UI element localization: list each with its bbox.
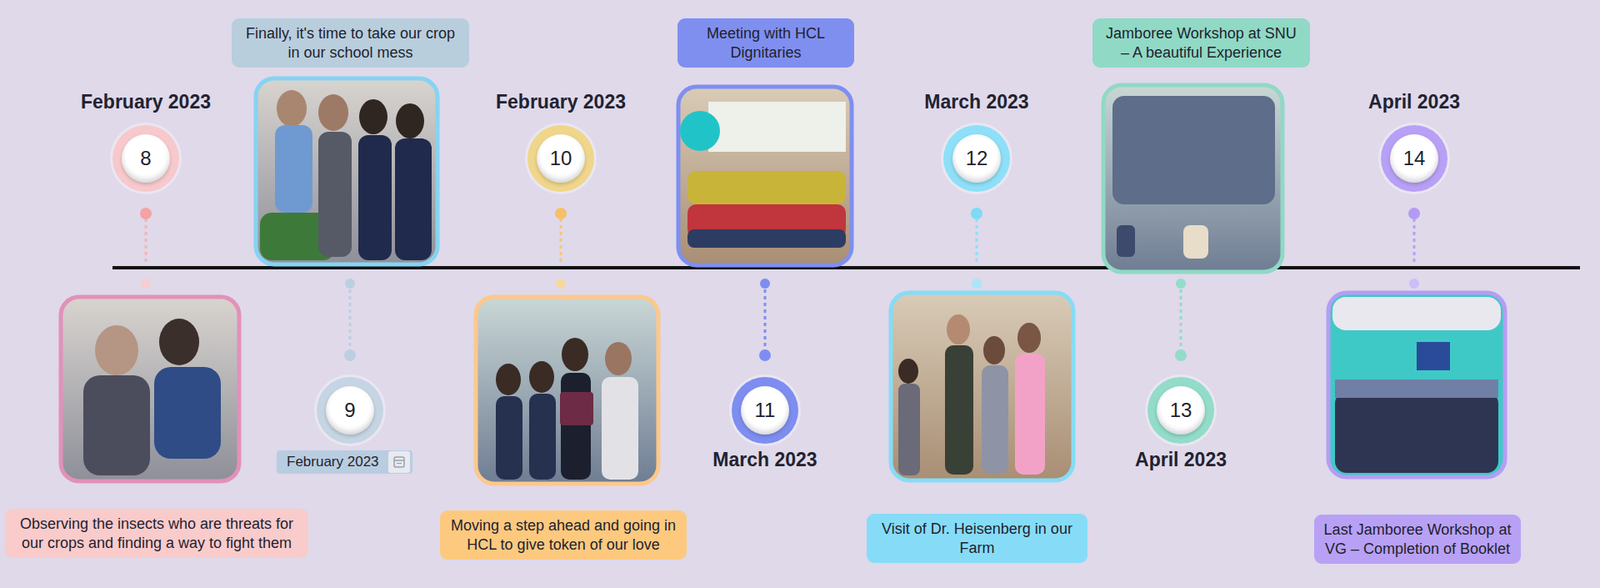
step-date: February 2023 [495,90,626,114]
leader-8 [140,207,152,289]
caption-text: Finally, it's time to take our crop in o… [240,24,461,62]
caption-box: Meeting with HCL Dignitaries [677,18,855,68]
leader-9 [344,278,356,361]
caption-text: Visit of Dr. Heisenberg in our Farm [875,519,1080,557]
caption-box: Moving a step ahead and going in HCL to … [440,510,687,560]
leader-14 [1408,207,1420,289]
leader-11 [759,278,771,361]
photo-hcl-visit [475,296,659,484]
step-number: 12 [952,134,1001,183]
photo-snu-workshop [1103,85,1283,272]
leader-10 [555,207,567,289]
step-circle: February 20238 [112,125,180,192]
caption-box: Visit of Dr. Heisenberg in our Farm [866,513,1088,563]
caption-box: Jamboree Workshop at SNU – A beautiful E… [1092,18,1310,68]
caption-box: Finally, it's time to take our crop in o… [231,18,470,68]
step-circle: February 202310 [527,125,595,192]
caption-text: Observing the insects who are threats fo… [13,514,300,552]
step-circle: March 202312 [943,125,1010,192]
step-number: 13 [1156,385,1205,435]
caption-box: Last Jamboree Workshop at VG – Completio… [1314,514,1521,564]
step-number: 8 [121,134,170,183]
photo-vg-workshop [1328,292,1505,477]
caption-text: Moving a step ahead and going in HCL to … [448,515,679,554]
photo-hcl-dignitaries [678,86,852,265]
caption-text: Jamboree Workshop at SNU – A beautiful E… [1100,24,1302,62]
step-number: 14 [1390,134,1439,183]
caption-box: Observing the insects who are threats fo… [5,508,309,558]
step-circle: 9 [316,376,384,444]
leader-12 [970,207,983,289]
step-circle: 13April 2023 [1147,376,1215,444]
step-date: February 2023 [80,90,211,114]
photo-insects [60,296,240,481]
caption-text: Meeting with HCL Dignitaries [685,24,846,62]
step-date: March 2023 [712,448,817,471]
photo-farm-visit [890,292,1074,480]
step-number: 10 [536,134,585,183]
step-circle: April 202314 [1380,125,1448,192]
step-date: April 2023 [1368,90,1460,114]
step-date: March 2023 [924,90,1029,114]
leader-13 [1175,278,1187,361]
photo-school-mess [255,78,438,265]
date-badge: February 2023 [276,450,413,474]
step-number: 9 [325,385,375,435]
caption-text: Last Jamboree Workshop at VG – Completio… [1322,520,1513,558]
timeline-axis [112,265,1580,270]
step-number: 11 [740,385,790,435]
badge-date: February 2023 [286,453,380,470]
step-circle: 11March 2023 [731,376,799,444]
calendar-icon [388,450,410,473]
step-date: April 2023 [1135,448,1227,471]
